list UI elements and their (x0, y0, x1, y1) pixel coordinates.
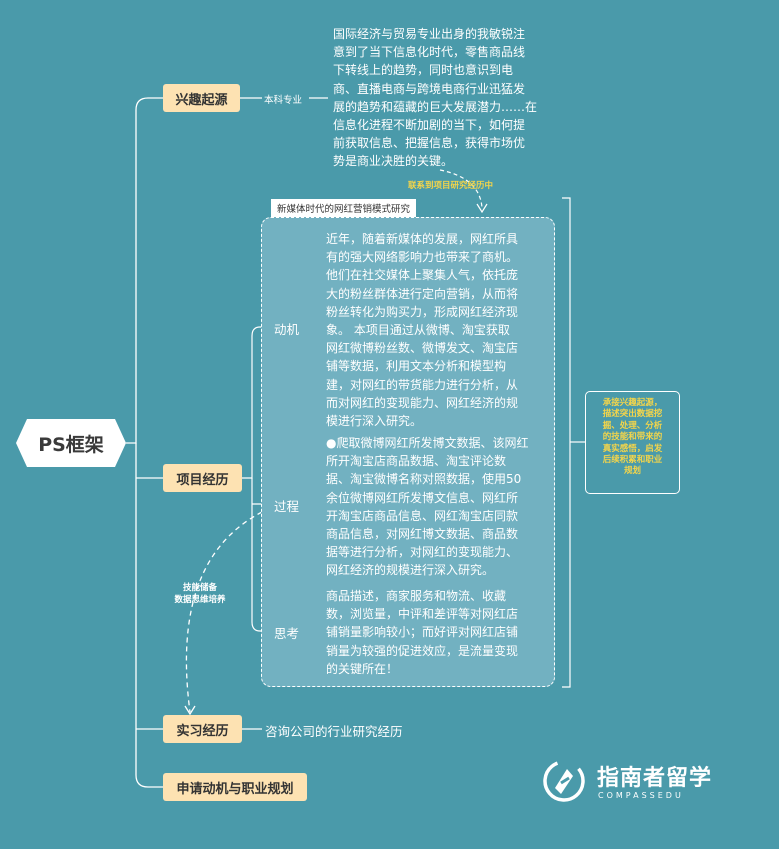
process-label: 过程 (274, 499, 300, 514)
interest-line: 展的趋势和蕴藏的巨大发展潜力……在 (333, 99, 538, 114)
process-line: 所开淘宝店商品数据、淘宝评论数 (326, 454, 507, 469)
motive-paragraph: 近年，随着新媒体的发展，网红所具 有的强大网络影响力也带来了商机。 他们在社交媒… (326, 230, 552, 430)
motive-line: 建，对网红的带货能力进行分析，从 (326, 377, 519, 392)
motive-label: 动机 (274, 322, 300, 337)
reflection-line: 销量为较强的促进效应，是流量变现 (326, 643, 519, 658)
reflection-line: 铺销量影响较小；而好评对网红店铺 (326, 625, 519, 640)
dashed-curve-arrow (185, 511, 263, 713)
curve-note-line: 技能储备 (182, 583, 217, 593)
branch-motivation-career: 申请动机与职业规划 (163, 773, 307, 801)
motive-line: 近年，随着新媒体的发展，网红所具 (326, 232, 519, 246)
motive-line: 模进行深入研究。 (326, 414, 423, 429)
reflection-label: 思考 (274, 626, 300, 641)
project-bracket-lower (251, 478, 272, 632)
side-note-line: 承接兴趣起源， (602, 398, 663, 408)
reflection-line: 数，浏览量，中评和差评等对网红店 (326, 607, 519, 622)
internship-text: 咨询公司的行业研究经历 (265, 724, 403, 739)
logo-name: 指南者留学 (597, 766, 713, 791)
side-note-line: 后续积累和职业 (602, 455, 663, 466)
motive-line: 大的粉丝群体进行定向营销，从而将 (326, 286, 519, 301)
reflection-line: 的关键所在！ (326, 661, 399, 676)
interest-line: 商、直播电商与跨境电商行业迅猛发 (333, 81, 526, 96)
motive-line: 有的强大网络影响力也带来了商机。 (326, 250, 519, 265)
process-line: ●爬取微博网红所发博文数据、该网红 (326, 436, 529, 450)
curve-arrow-head (184, 705, 196, 716)
interest-line: 前获取信息、把握信息，获得市场优 (333, 136, 526, 151)
root-node: PS框架 (16, 419, 126, 467)
side-note-line: 掘、处理、分析 (602, 420, 663, 431)
compassedu-logo: 指南者留学 COMPASSEDU (540, 756, 740, 806)
trunk-line (126, 97, 163, 444)
interest-line: 势是商业决胜的关键。 (333, 154, 454, 169)
interest-line: 信息化进程不断加剧的当下，如何提 (333, 118, 526, 133)
motive-line: 粉丝转化为购买力，形成网红经济现 (326, 304, 519, 319)
branch-project-experience: 项目经历 (163, 464, 242, 492)
process-line: 商品信息，对网红博文数据、商品数 (326, 527, 519, 542)
motive-line: 而对网红的变现能力、网红经济的规 (326, 395, 519, 410)
compass-logo-icon (543, 760, 585, 802)
logo-sub: COMPASSEDU (598, 791, 684, 800)
arrow-head (476, 203, 488, 214)
trunk-line-lower (135, 443, 163, 788)
motive-line: 铺等数据，利用文本分析和模型构 (326, 359, 507, 374)
process-line: 余位微博网红所发博文信息、网红所 (326, 490, 519, 505)
curve-note-line: 数据思维培养 (174, 595, 226, 605)
side-note-line: 规划 (623, 466, 641, 477)
interest-line: 国际经济与贸易专业出身的我敏锐注 (333, 27, 526, 41)
process-line: 据等进行分析，对网红的变现能力、 (326, 545, 519, 560)
reflection-line: 商品描述，商家服务和物流、收藏 (326, 589, 507, 603)
side-note-line: 的技能和带来的 (602, 432, 663, 443)
right-bracket (562, 197, 571, 688)
project-bracket (242, 326, 272, 479)
side-note-line: 描述突出数据挖 (602, 409, 663, 420)
interest-paragraph: 国际经济与贸易专业出身的我敏锐注 意到了当下信息化时代，零售商品线 下转线上的趋… (333, 25, 563, 171)
link-note: 联系到项目研究经历中 (408, 181, 494, 191)
side-note-line: 真实感悟，启发 (602, 443, 663, 454)
reflection-paragraph: 商品描述，商家服务和物流、收藏 数，浏览量，中评和差评等对网红店 铺销量影响较小… (326, 587, 552, 678)
motive-line: 他们在社交媒体上聚集人气，依托庞 (326, 268, 519, 283)
interest-line: 下转线上的趋势，同时也意识到电 (333, 63, 514, 78)
motive-line: 网红微博粉丝数、微博发文、淘宝店 (326, 341, 519, 356)
motive-line: 象。 本项目通过从微博、淘宝获取 (326, 323, 510, 338)
curve-note: 技能储备 数据思维培养 (170, 582, 230, 606)
interest-line: 意到了当下信息化时代，零售商品线 (333, 45, 526, 60)
process-line: 网红经济的规模进行深入研究。 (326, 563, 495, 578)
dashed-link-arrow (439, 169, 483, 209)
branch-internship: 实习经历 (163, 715, 242, 743)
process-line: 据、淘宝微博名称对照数据，使用50 (326, 472, 522, 487)
project-panel (261, 217, 555, 687)
side-note-box: 承接兴趣起源， 描述突出数据挖 掘、处理、分析 的技能和带来的 真实感悟，启发 … (585, 391, 680, 494)
interest-sublabel: 本科专业 (264, 95, 303, 106)
process-paragraph: ●爬取微博网红所发博文数据、该网红 所开淘宝店商品数据、淘宝评论数 据、淘宝微博… (326, 434, 552, 580)
branch-interest-origin: 兴趣起源 (163, 84, 240, 112)
process-line: 开淘宝店商品信息、网红淘宝店同款 (326, 508, 519, 523)
project-title-tag: 新媒体时代的网红营销模式研究 (271, 199, 417, 217)
